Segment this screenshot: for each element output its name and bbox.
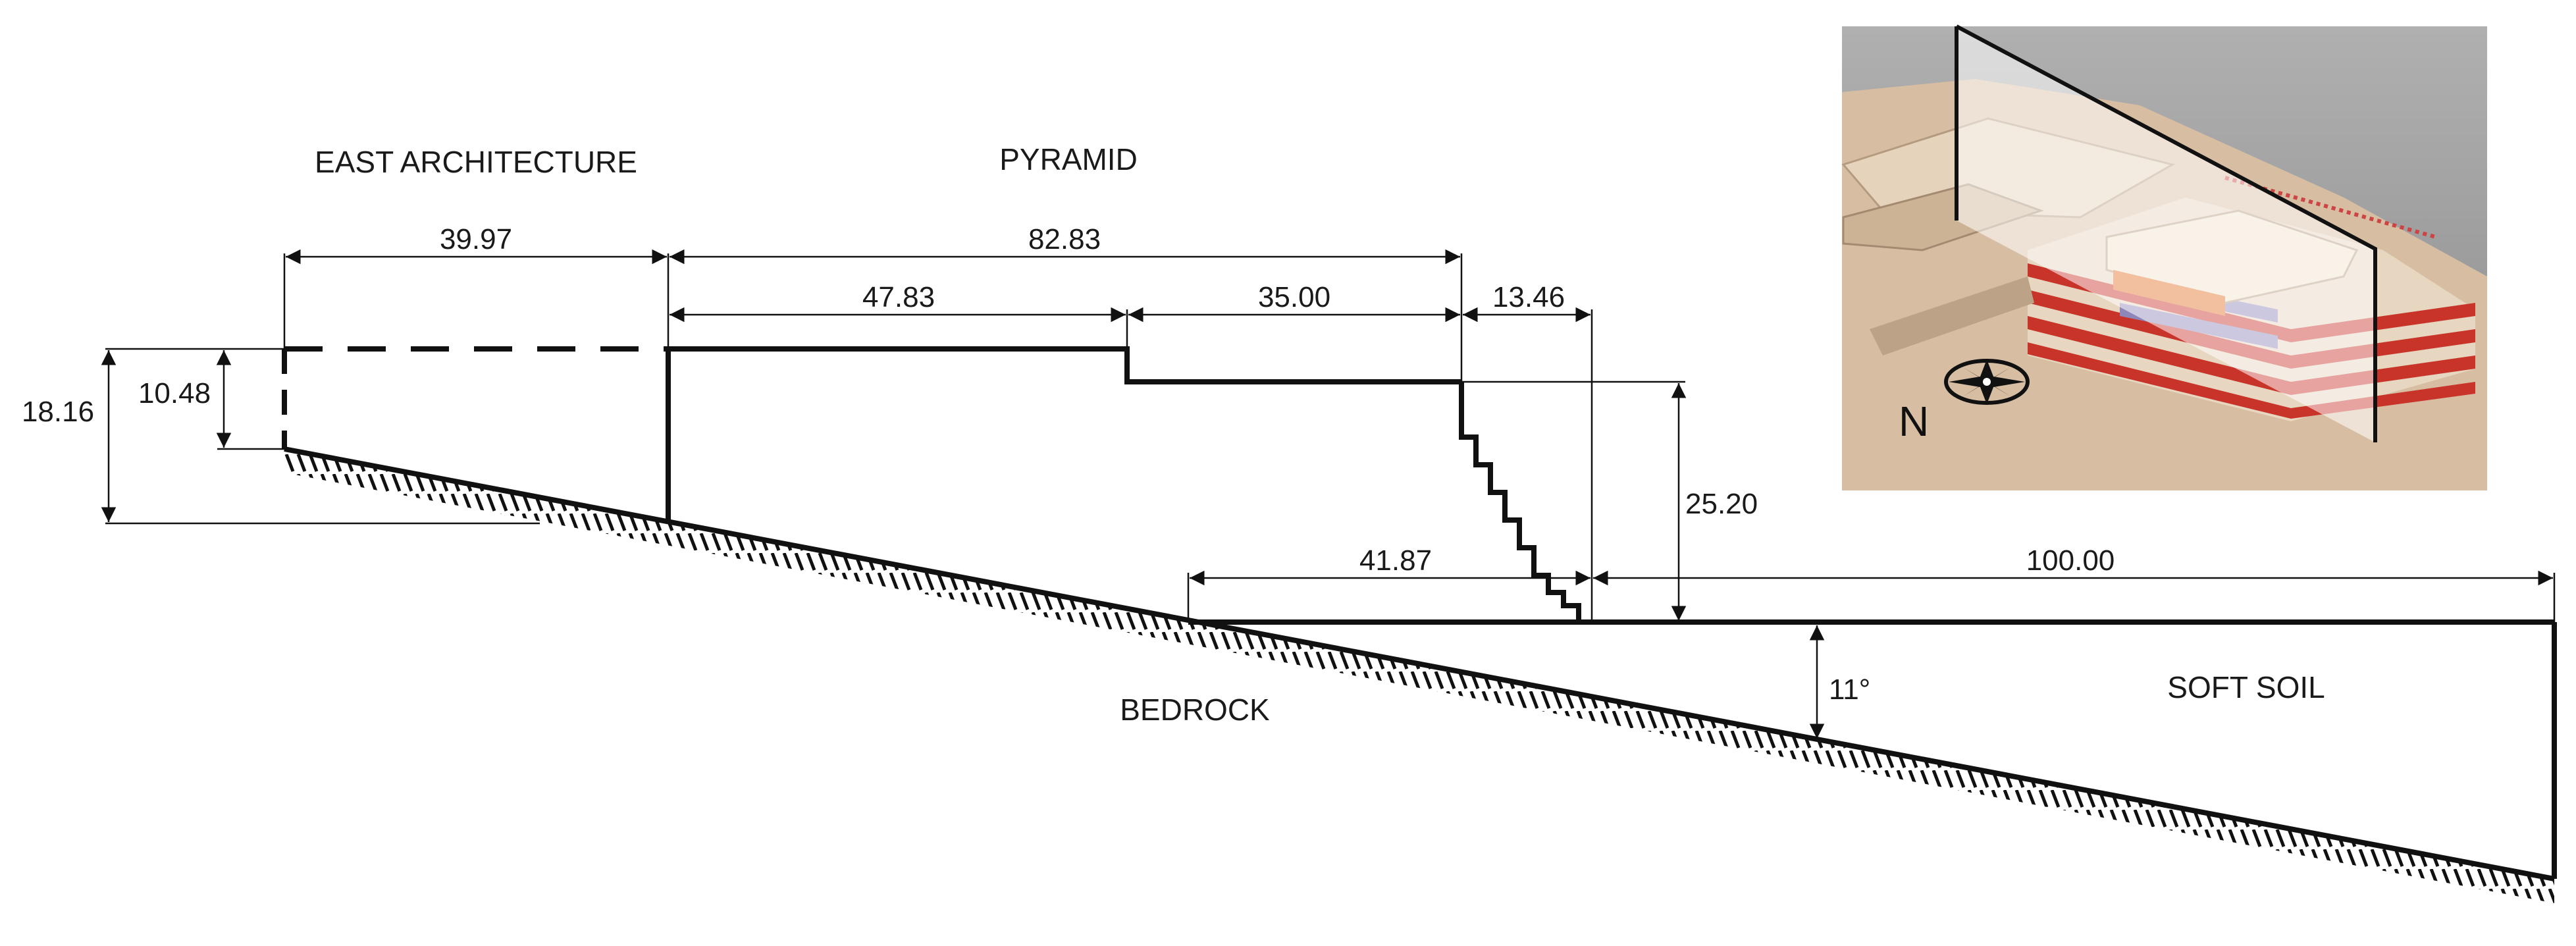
inset-render: N	[1841, 24, 2487, 490]
region-labels: EAST ARCHITECTURE PYRAMID BEDROCK SOFT S…	[315, 142, 2325, 727]
dimension-labels: 39.97 82.83 47.83 35.00 13.46 18.16 10.4…	[22, 223, 2115, 706]
extension-lines	[105, 253, 2556, 622]
label-soft-soil: SOFT SOIL	[2167, 670, 2325, 704]
bedrock-surface-line	[284, 446, 2555, 881]
inset-section-plane-top	[1955, 24, 2377, 442]
inset-causeway	[2224, 176, 2436, 239]
label-east-architecture: EAST ARCHITECTURE	[315, 145, 637, 179]
dim-total-height: 18.16	[22, 396, 94, 428]
dim-east-width: 39.97	[440, 223, 512, 255]
dim-lower-terrace: 35.00	[1258, 281, 1330, 313]
inset-sky	[1842, 26, 2487, 276]
inset-section-plane	[1957, 26, 2375, 442]
dimension-arrows	[101, 249, 2553, 739]
bedrock-hatching	[284, 449, 2554, 903]
compass-rose-icon	[1944, 359, 2030, 405]
inset-ramp	[1870, 276, 2034, 355]
dim-base-left: 41.87	[1359, 544, 1432, 577]
dim-upper-terrace: 47.83	[862, 281, 935, 313]
dim-slope-angle: 11°	[1829, 673, 1870, 706]
label-bedrock: BEDROCK	[1120, 693, 1270, 727]
pyramid-terrace-profile	[668, 346, 1461, 384]
dim-pyramid-height: 25.20	[1685, 488, 1758, 520]
dim-east-height: 10.48	[138, 377, 211, 409]
dim-step-width: 13.46	[1492, 281, 1565, 313]
dim-base-right: 100.00	[2026, 544, 2115, 577]
bedrock-slope	[284, 446, 2555, 903]
label-north: N	[1899, 398, 1929, 445]
structure-outline	[282, 346, 2557, 879]
label-pyramid: PYRAMID	[999, 142, 1138, 176]
dim-pyramid-width: 82.83	[1028, 223, 1101, 255]
pyramid-stepped-face	[1459, 382, 1594, 625]
